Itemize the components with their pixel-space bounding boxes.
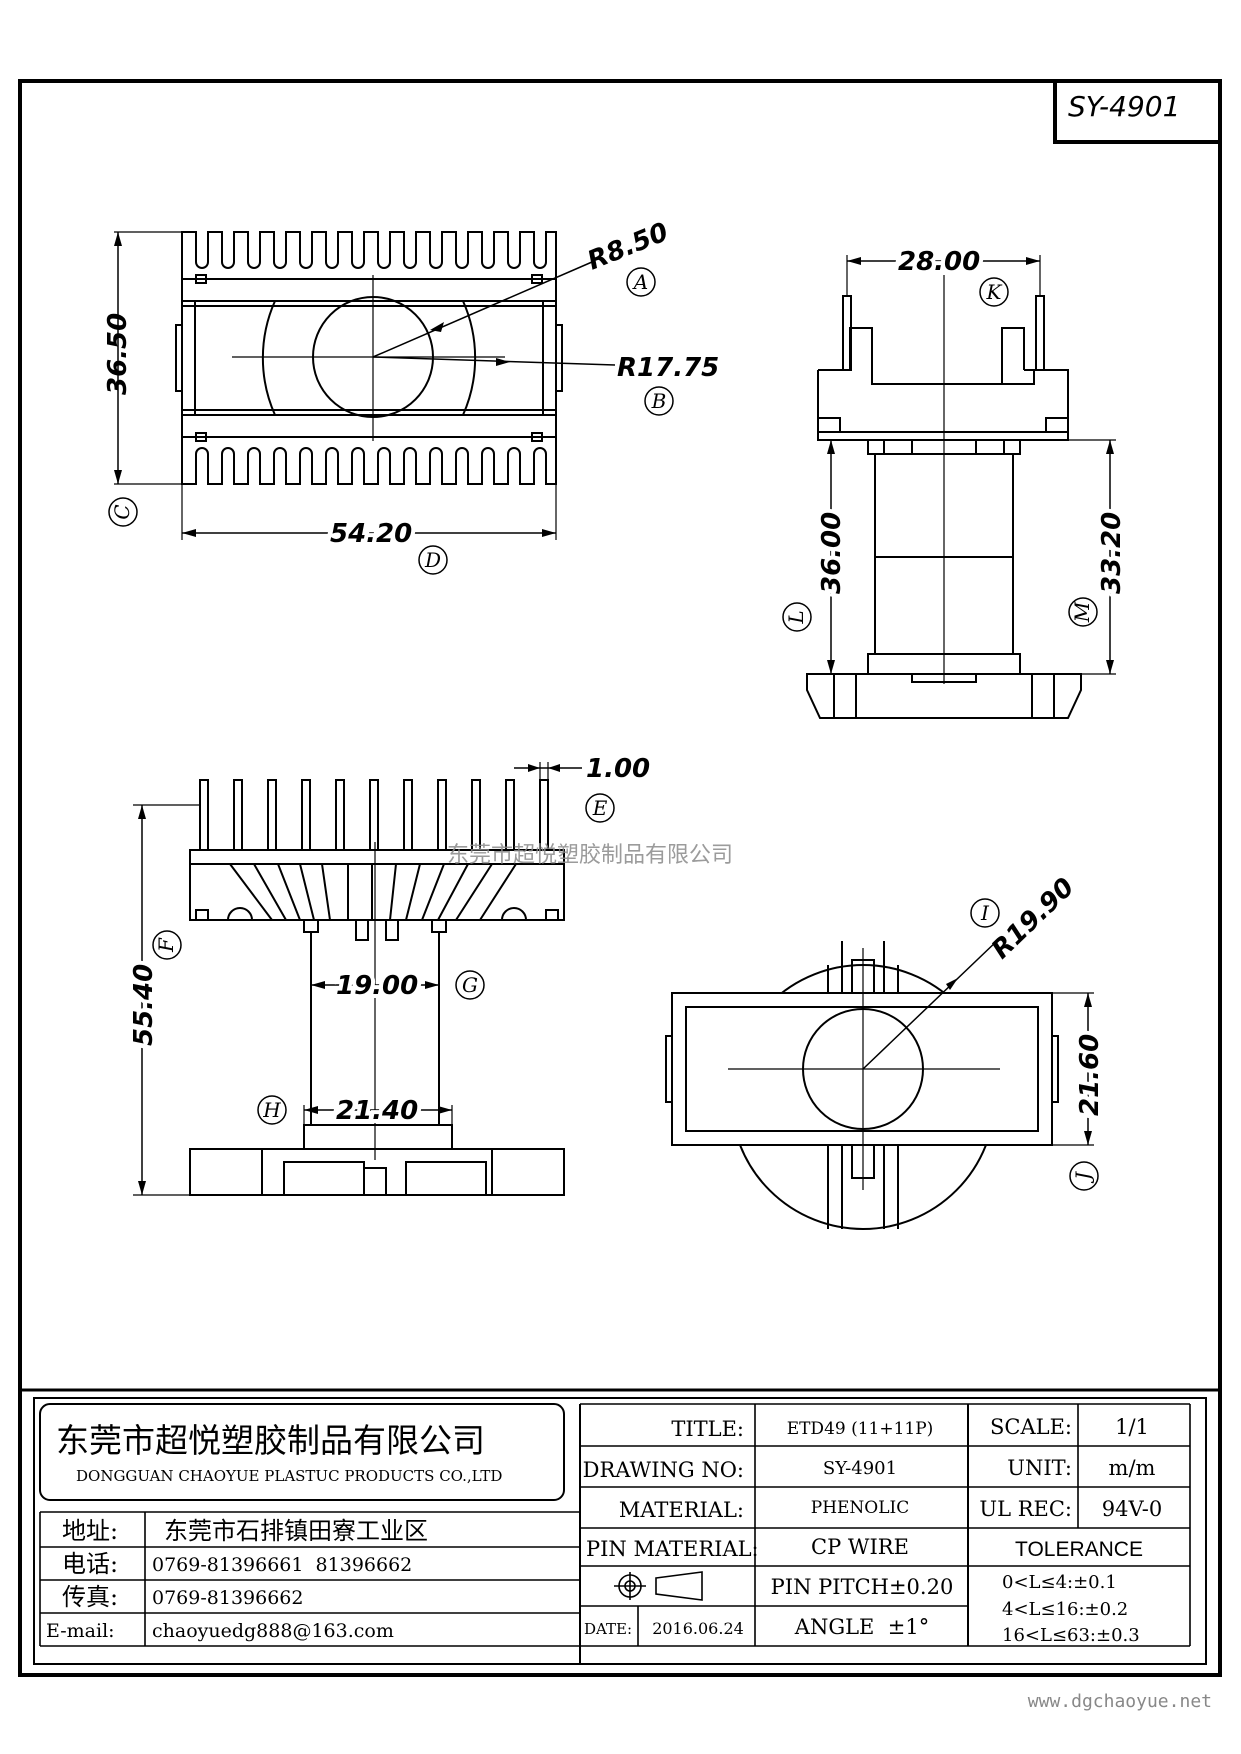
title-block bbox=[20, 1388, 1220, 1665]
date: 2016.06.24 bbox=[652, 1619, 744, 1638]
dim-36-50: 36.50 bbox=[103, 313, 133, 395]
address-label: 地址: bbox=[62, 1517, 118, 1545]
drawing-no-label: DRAWING NO: bbox=[583, 1458, 744, 1482]
dim-54-20: 54.20 bbox=[330, 519, 412, 549]
fax-label: 传真: bbox=[62, 1583, 118, 1611]
date-label: DATE: bbox=[584, 1620, 632, 1638]
pin-material-label: PIN MATERIAL: bbox=[586, 1537, 759, 1561]
dim-33-20: 33.20 bbox=[1097, 512, 1127, 594]
svg-text:D: D bbox=[424, 548, 441, 572]
dim-55-40: 55.40 bbox=[129, 964, 159, 1046]
tolerance-label: TOLERANCE bbox=[1015, 1538, 1143, 1561]
tag-l: L bbox=[782, 602, 812, 632]
tag-f: F bbox=[152, 930, 182, 960]
tolerance-3: 16<L≤63:±0.3 bbox=[1002, 1625, 1140, 1646]
tolerance-1: 0<L≤4:±0.1 bbox=[1002, 1572, 1117, 1593]
dim-21-60: 21.60 bbox=[1075, 1034, 1105, 1116]
top-view-arrows bbox=[114, 232, 556, 537]
dim-r17-75: R17.75 bbox=[617, 353, 719, 383]
side-view-arrows bbox=[827, 257, 1114, 674]
title-label: TITLE: bbox=[671, 1417, 744, 1441]
bottom-view bbox=[665, 937, 1094, 1230]
unit: m/m bbox=[1109, 1456, 1156, 1480]
scale-label: SCALE: bbox=[990, 1415, 1072, 1439]
svg-text:J: J bbox=[1071, 1171, 1095, 1184]
part-number-box: SY-4901 bbox=[1053, 79, 1222, 144]
svg-text:A: A bbox=[632, 270, 648, 294]
tag-g: G bbox=[455, 970, 485, 1000]
email-label: E-mail: bbox=[46, 1620, 115, 1642]
svg-text:I: I bbox=[980, 901, 990, 925]
svg-text:K: K bbox=[986, 280, 1003, 304]
email: chaoyuedg888@163.com bbox=[152, 1620, 394, 1642]
title-block-text: 东莞市超悦塑胶制品有限公司 DONGGUAN CHAOYUE PLASTUC P… bbox=[46, 1415, 1162, 1646]
front-view-arrows bbox=[138, 764, 560, 1195]
ul: 94V-0 bbox=[1102, 1497, 1162, 1521]
phone: 0769-81396661 81396662 bbox=[152, 1554, 412, 1576]
svg-text:B: B bbox=[651, 389, 667, 413]
material: PHENOLIC bbox=[811, 1498, 910, 1518]
tag-m: M bbox=[1068, 597, 1098, 627]
dim-r19-90: R19.90 bbox=[986, 872, 1080, 965]
drawing-frame bbox=[18, 79, 1222, 1677]
tag-h: H bbox=[257, 1095, 287, 1125]
tag-i: I bbox=[970, 898, 1000, 928]
svg-text:G: G bbox=[462, 973, 478, 997]
tag-a: A bbox=[626, 267, 656, 297]
fax: 0769-81396662 bbox=[152, 1587, 303, 1609]
dim-19-00: 19.00 bbox=[336, 971, 418, 1001]
svg-text:F: F bbox=[154, 937, 178, 953]
tag-b: B bbox=[644, 386, 674, 416]
watermark: 东莞市超悦塑胶制品有限公司 bbox=[447, 843, 733, 868]
dim-r8-50: R8.50 bbox=[583, 217, 672, 276]
company-name-cn: 东莞市超悦塑胶制品有限公司 bbox=[56, 1421, 485, 1460]
svg-text:L: L bbox=[784, 610, 808, 624]
tag-j: J bbox=[1069, 1161, 1099, 1191]
angle: ANGLE ±1° bbox=[794, 1615, 929, 1639]
tag-d: D bbox=[418, 545, 448, 575]
address: 东莞市石排镇田寮工业区 bbox=[164, 1517, 428, 1545]
ul-label: UL REC: bbox=[979, 1497, 1072, 1521]
front-view bbox=[133, 762, 582, 1196]
svg-text:H: H bbox=[262, 1098, 281, 1122]
top-view bbox=[114, 231, 616, 540]
svg-text:C: C bbox=[110, 504, 134, 519]
dim-28-00: 28.00 bbox=[898, 247, 980, 277]
side-view bbox=[806, 255, 1116, 719]
material-label: MATERIAL: bbox=[619, 1498, 744, 1522]
part-number: SY-4901 bbox=[1068, 90, 1180, 123]
dim-21-40: 21.40 bbox=[336, 1096, 418, 1126]
bottom-view-arrows bbox=[946, 978, 1092, 1145]
company-name-en: DONGGUAN CHAOYUE PLASTUC PRODUCTS CO.,LT… bbox=[76, 1467, 502, 1485]
scale: 1/1 bbox=[1115, 1415, 1149, 1439]
dim-36-00: 36.00 bbox=[817, 512, 847, 594]
dim-1-00: 1.00 bbox=[586, 754, 650, 784]
drawing-no: SY-4901 bbox=[823, 1458, 897, 1479]
svg-text:M: M bbox=[1070, 601, 1094, 623]
tag-c: C bbox=[108, 497, 138, 527]
pin-material: CP WIRE bbox=[811, 1535, 909, 1559]
tag-k: K bbox=[979, 277, 1009, 307]
tolerance-2: 4<L≤16:±0.2 bbox=[1002, 1599, 1128, 1620]
website: www.dgchaoyue.net bbox=[1028, 1691, 1212, 1712]
pin-pitch: PIN PITCH±0.20 bbox=[771, 1575, 954, 1599]
svg-text:E: E bbox=[592, 796, 608, 820]
title-value: ETD49 (11+11P) bbox=[787, 1419, 934, 1439]
phone-label: 电话: bbox=[62, 1550, 118, 1578]
tag-e: E bbox=[585, 793, 615, 823]
unit-label: UNIT: bbox=[1007, 1456, 1072, 1480]
